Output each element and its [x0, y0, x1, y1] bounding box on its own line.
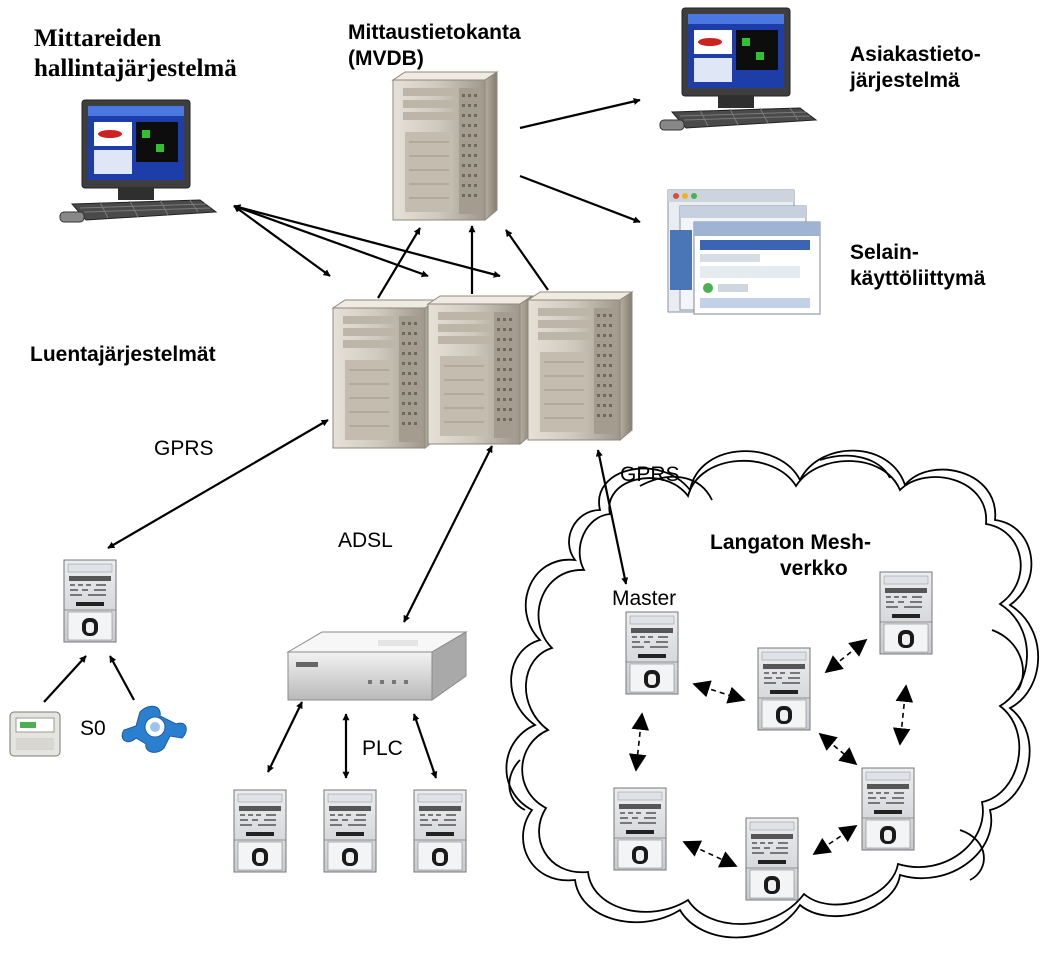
arrow-mvdb-browser — [519, 174, 641, 224]
arrow-adsl — [403, 445, 493, 623]
mesh-cloud-icon — [505, 449, 1040, 939]
plc-meter-2-icon — [323, 789, 377, 873]
s0-meter-icon — [63, 559, 117, 643]
plc-meter-3-icon — [413, 789, 467, 873]
mesh-network-label: Langaton Mesh- verkko — [710, 530, 871, 582]
mvdb-label: Mittaustietokanta (MVDB) — [348, 20, 521, 72]
water-meter-icon — [121, 705, 187, 753]
mesh-link-m4-m5 — [682, 840, 738, 868]
customer-system-line1: Asiakastieto- — [850, 43, 981, 66]
mesh-meter-2-icon — [879, 571, 933, 655]
reading-server-3-icon — [527, 291, 633, 441]
customer-system-workstation-icon — [659, 7, 817, 131]
s0-label: S0 — [80, 717, 106, 740]
mesh-link-m5-m3 — [812, 825, 858, 855]
master-label: Master — [612, 587, 677, 610]
mesh-link-m1-m2 — [824, 638, 868, 674]
meter-management-workstation-icon — [59, 99, 217, 223]
gprs-right-label: GPRS — [620, 463, 680, 486]
mesh-meter-4-icon — [613, 787, 667, 871]
reading-server-2-icon — [427, 295, 533, 445]
arrow-reading3-mvdb — [505, 229, 549, 291]
master-meter-icon — [625, 611, 679, 695]
customer-system-label: Asiakastieto- järjestelmä — [850, 42, 981, 94]
adsl-label: ADSL — [338, 529, 393, 552]
arrow-gas-s0 — [43, 655, 87, 703]
arrow-mvdb-customer — [519, 98, 641, 130]
mesh-link-m1-m3 — [818, 732, 858, 766]
gas-meter-icon — [9, 711, 61, 757]
meter-management-line2: hallintajärjestelmä — [34, 55, 237, 82]
browser-ui-line2: käyttöliittymä — [850, 267, 986, 290]
adsl-router-icon — [286, 631, 468, 701]
mesh-meter-5-icon — [745, 817, 799, 901]
arrow-gprs-left — [107, 419, 329, 549]
arrow-mgmt-reading1 — [233, 205, 331, 277]
mesh-network-line2: verkko — [780, 557, 848, 580]
plc-meter-1-icon — [233, 789, 287, 873]
mvdb-line2: (MVDB) — [348, 47, 424, 70]
arrow-mgmt-reading3 — [233, 204, 501, 278]
mesh-link-master-m1 — [692, 680, 746, 704]
mvdb-line1: Mittaustietokanta — [348, 21, 521, 44]
reading-server-1-icon — [332, 299, 438, 449]
browser-ui-line1: Selain- — [850, 241, 919, 264]
arrow-reading1-mvdb — [377, 227, 421, 299]
mesh-meter-3-icon — [861, 767, 915, 851]
reading-systems-label: Luentajärjestelmät — [30, 343, 216, 366]
arrow-gprs-master — [595, 449, 629, 585]
mesh-link-master-m4 — [628, 712, 650, 772]
arrow-water-s0 — [109, 655, 135, 701]
meter-management-label: Mittareiden hallintajärjestelmä — [34, 24, 237, 84]
arrow-plc-3 — [412, 713, 438, 779]
customer-system-line2: järjestelmä — [850, 69, 960, 92]
mesh-meter-1-icon — [757, 647, 811, 731]
browser-ui-label: Selain- käyttöliittymä — [850, 240, 985, 292]
mvdb-server-icon — [392, 71, 498, 221]
plc-label: PLC — [362, 737, 403, 760]
browser-windows-icon — [667, 189, 821, 315]
mesh-network-line1: Langaton Mesh- — [710, 531, 871, 554]
gprs-left-label: GPRS — [154, 437, 214, 460]
mesh-link-m2-m3 — [892, 684, 914, 746]
meter-management-line1: Mittareiden — [34, 25, 162, 52]
arrow-plc-1 — [267, 701, 303, 773]
